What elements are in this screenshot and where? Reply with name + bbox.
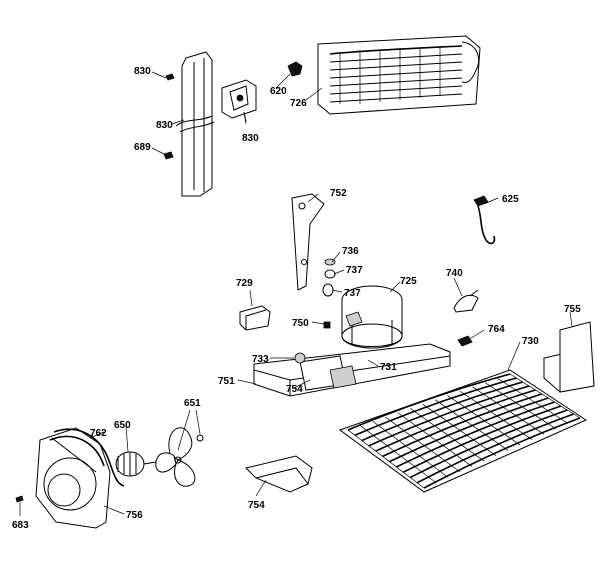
bracket-part-830 bbox=[221, 79, 257, 123]
coil-tube bbox=[382, 393, 543, 458]
coil-fin bbox=[372, 421, 449, 478]
compressor-part-725 bbox=[341, 285, 403, 349]
grommet-part-737a bbox=[324, 269, 336, 279]
part-label-751: 751 bbox=[218, 376, 235, 387]
bracket-part-740 bbox=[453, 289, 479, 313]
coil-tube bbox=[416, 413, 574, 484]
coil-tube bbox=[396, 401, 555, 468]
condenser-part-726 bbox=[317, 35, 481, 115]
screw-part-830 bbox=[165, 73, 175, 81]
part-label-754a: 754 bbox=[286, 384, 303, 395]
part-label-830b: 830 bbox=[156, 120, 173, 131]
coil-fin bbox=[397, 412, 473, 467]
coil-tube bbox=[354, 377, 517, 437]
coil-tube bbox=[347, 373, 511, 431]
coil-tube bbox=[368, 385, 530, 447]
part-label-689: 689 bbox=[134, 142, 151, 153]
coil-tube bbox=[389, 397, 549, 463]
screw-part-683 bbox=[15, 495, 24, 503]
cord-part-625 bbox=[473, 195, 496, 245]
grommet-part-733 bbox=[294, 352, 306, 364]
coil-fin bbox=[422, 403, 497, 456]
duct-channel-part bbox=[175, 51, 215, 197]
part-label-725: 725 bbox=[400, 276, 417, 287]
coil-fin bbox=[435, 399, 509, 451]
part-label-625: 625 bbox=[502, 194, 519, 205]
coil-fin bbox=[347, 429, 425, 489]
part-label-764: 764 bbox=[488, 324, 505, 335]
grommet-part-736 bbox=[324, 258, 336, 266]
relay-part-729 bbox=[239, 305, 271, 331]
clip-part-764 bbox=[457, 335, 473, 347]
fan-shroud-part-756 bbox=[35, 427, 111, 529]
part-label-750: 750 bbox=[292, 318, 309, 329]
coil-fin bbox=[360, 425, 437, 483]
part-label-752: 752 bbox=[330, 188, 347, 199]
part-label-683: 683 bbox=[12, 520, 29, 531]
coil-fin bbox=[472, 386, 545, 435]
bracket-part-752 bbox=[291, 193, 325, 291]
leader-lines bbox=[19, 71, 573, 516]
coil-tube bbox=[423, 417, 581, 489]
coil-fin bbox=[385, 416, 461, 473]
coil-tube bbox=[402, 405, 562, 473]
part-label-620: 620 bbox=[270, 86, 287, 97]
screw-part-689 bbox=[163, 151, 174, 160]
bracket-part-755 bbox=[543, 321, 595, 393]
part-label-726: 726 bbox=[290, 98, 307, 109]
part-label-731: 731 bbox=[380, 362, 397, 373]
part-label-651: 651 bbox=[184, 398, 201, 409]
coil-tube bbox=[375, 389, 536, 452]
part-label-737a: 737 bbox=[346, 265, 363, 276]
coil-tube bbox=[409, 409, 568, 479]
part-label-729: 729 bbox=[236, 278, 253, 289]
part-label-730: 730 bbox=[522, 336, 539, 347]
part-label-754b: 754 bbox=[248, 500, 265, 511]
drain-pan-part-754 bbox=[245, 455, 313, 493]
fan-motor-part-650 bbox=[115, 451, 157, 477]
part-label-736: 736 bbox=[342, 246, 359, 257]
part-label-830a: 830 bbox=[134, 66, 151, 77]
coil-part-730 bbox=[338, 369, 588, 493]
coil-fin bbox=[497, 378, 569, 424]
coil-tube bbox=[361, 381, 523, 442]
part-labels: 830 830 830 689 620 726 752 625 736 737 … bbox=[12, 66, 581, 531]
coil-fin bbox=[410, 408, 485, 462]
part-label-737b: 737 bbox=[344, 288, 361, 299]
part-label-756: 756 bbox=[126, 510, 143, 521]
coil-fin bbox=[459, 390, 533, 440]
coil-fin bbox=[509, 373, 581, 419]
screw-part-750 bbox=[323, 321, 331, 329]
grommet-part-737b bbox=[322, 283, 334, 297]
tubing-part-762 bbox=[49, 428, 125, 487]
clip-part-620 bbox=[287, 61, 303, 77]
part-label-733: 733 bbox=[252, 354, 269, 365]
part-label-740: 740 bbox=[446, 268, 463, 279]
base-part-751 bbox=[253, 343, 451, 397]
coil-fin bbox=[447, 395, 521, 446]
coil-fin bbox=[484, 382, 557, 430]
fan-blade-part-651 bbox=[155, 427, 204, 487]
part-label-830c: 830 bbox=[242, 133, 259, 144]
part-label-650: 650 bbox=[114, 420, 131, 431]
part-label-762: 762 bbox=[90, 428, 107, 439]
part-label-755: 755 bbox=[564, 304, 581, 315]
